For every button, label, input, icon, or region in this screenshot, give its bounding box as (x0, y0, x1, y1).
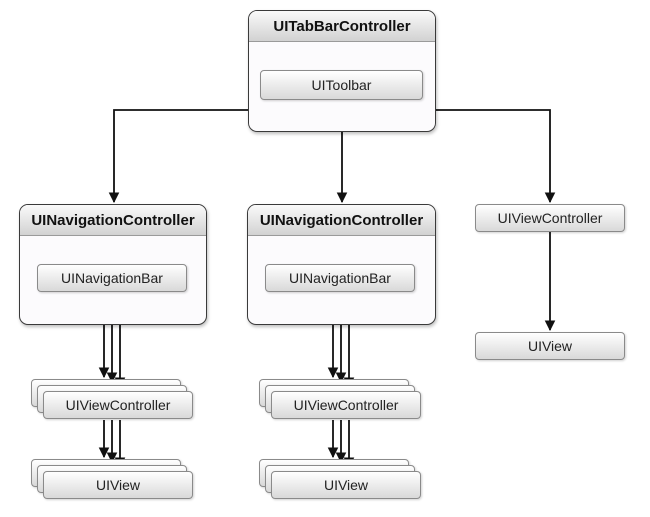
view-controller-stack-middle-front: UIViewController (271, 391, 421, 419)
navigation-bar-middle-node: UINavigationBar (265, 264, 415, 292)
tab-bar-controller-title: UITabBarController (249, 11, 435, 42)
view-right-node: UIView (475, 332, 625, 360)
edge-root-to-nav-left (108, 109, 248, 204)
navigation-controller-left-title: UINavigationController (20, 205, 206, 236)
view-stack-left-front: UIView (43, 471, 193, 499)
navigation-bar-left-node: UINavigationBar (37, 264, 187, 292)
view-controller-stack-left-front: UIViewController (43, 391, 193, 419)
view-controller-right-node: UIViewController (475, 204, 625, 232)
navigation-controller-middle-title: UINavigationController (248, 205, 435, 236)
toolbar-node: UIToolbar (260, 70, 423, 100)
edge-root-to-right-controller (436, 109, 556, 204)
view-stack-middle-front: UIView (271, 471, 421, 499)
